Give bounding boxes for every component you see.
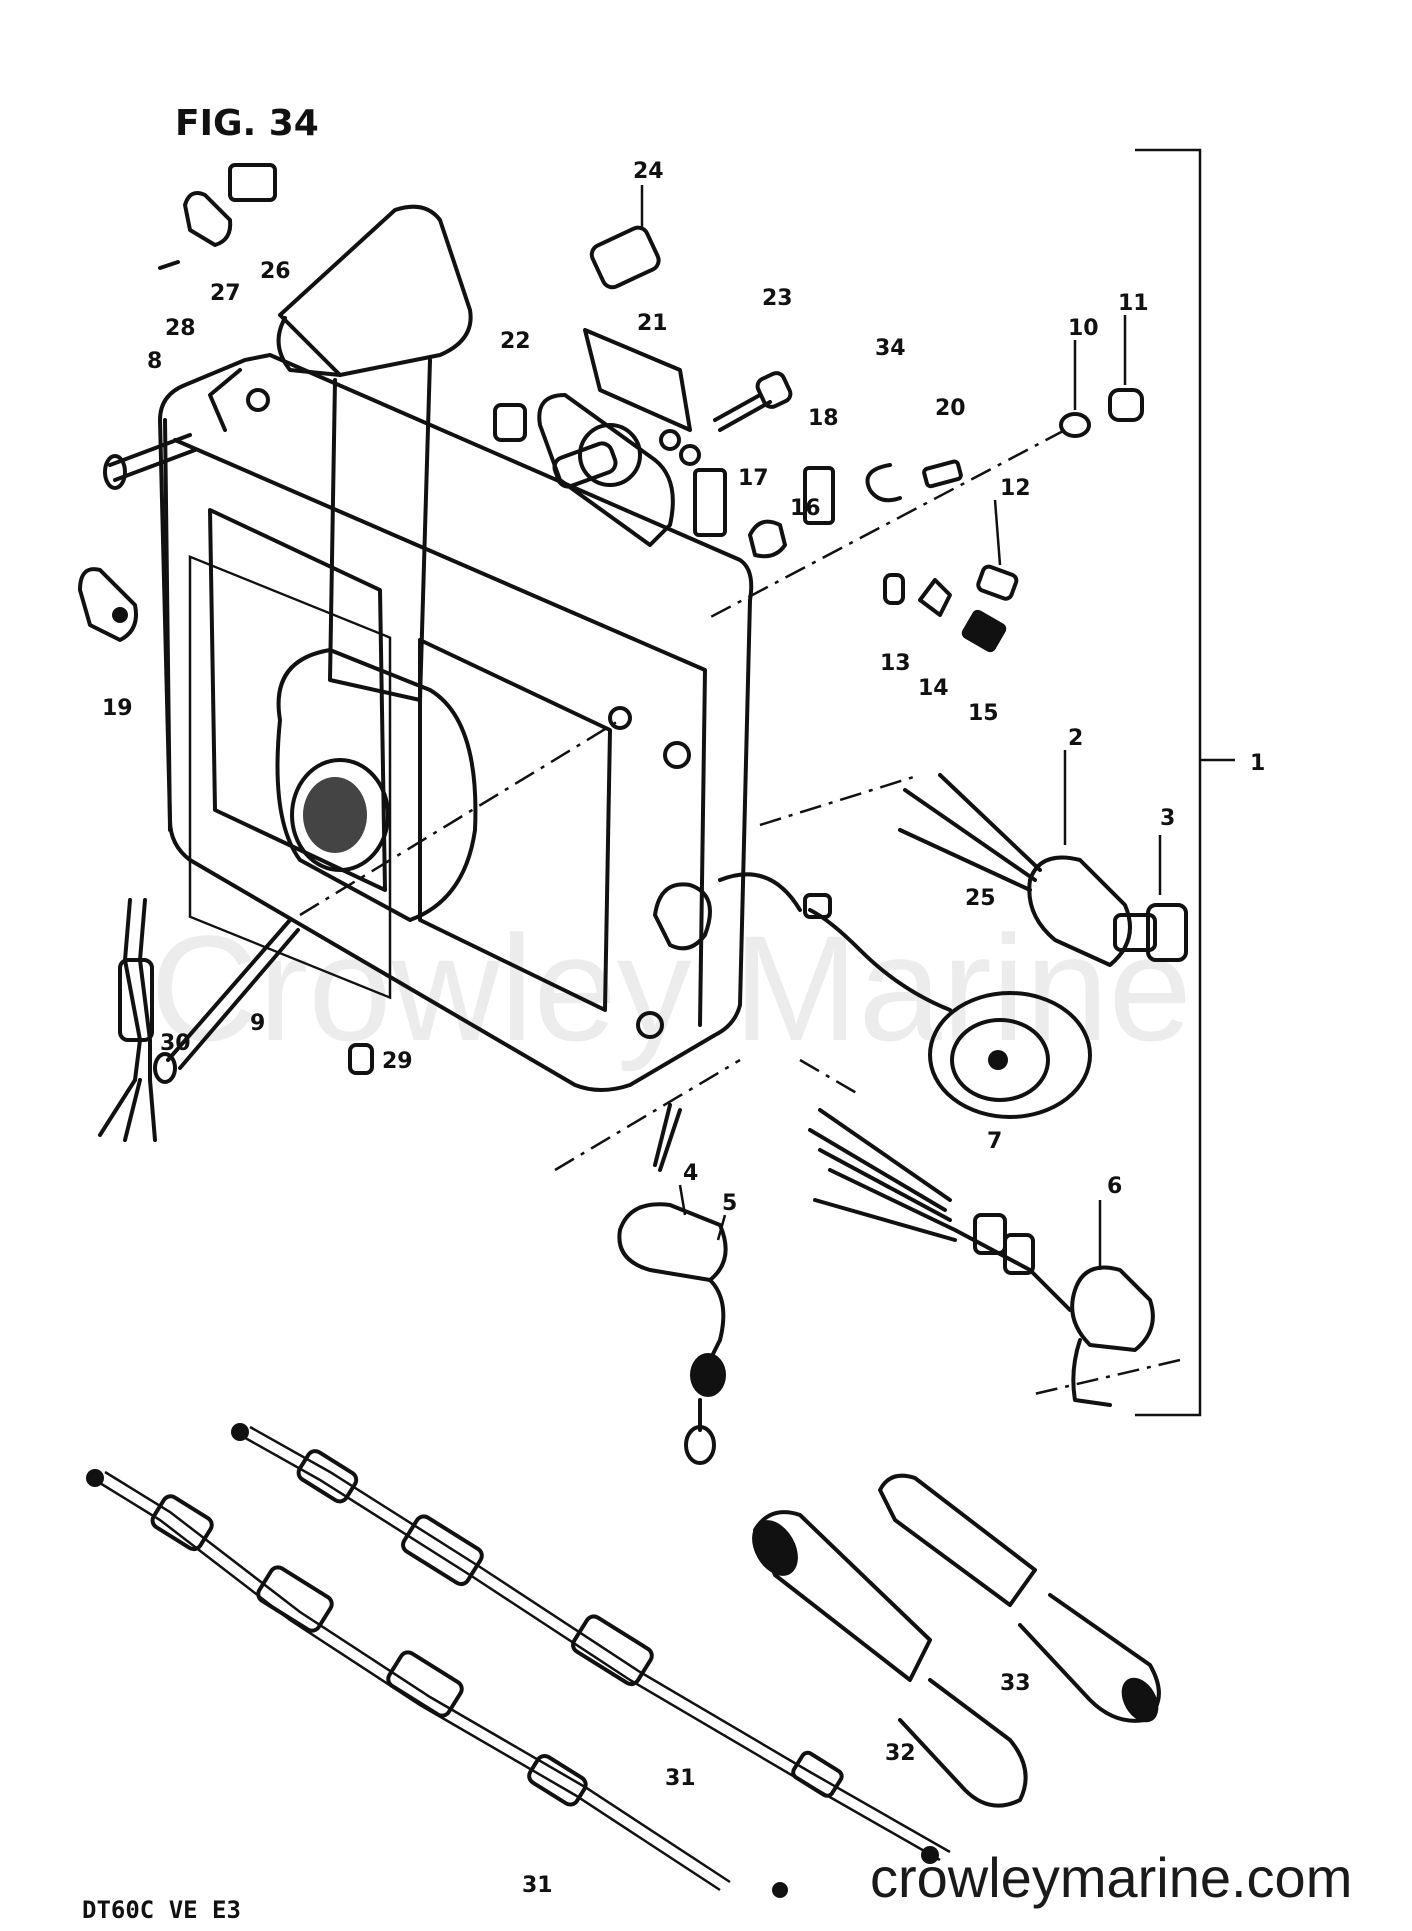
callout-29: 29: [382, 1049, 413, 1074]
callout-24: 24: [633, 159, 664, 184]
callout-12: 12: [1000, 476, 1031, 501]
callout-7: 7: [987, 1129, 1002, 1154]
callout-23: 23: [762, 286, 793, 311]
callout-labels: 1 2 3 4 5 6 7 8 9 10 11 12 13 14 15 16 1…: [102, 159, 1265, 1898]
control-lever: [275, 204, 478, 922]
figure-title: FIG. 34: [175, 103, 319, 144]
callout-15: 15: [968, 701, 999, 726]
callout-27: 27: [210, 281, 241, 306]
callout-8: 8: [147, 349, 162, 374]
callout-16: 16: [790, 496, 821, 521]
gauge-25: [718, 872, 1092, 1119]
callout-17: 17: [738, 466, 769, 491]
watermark-text: Crowley Marine: [150, 904, 1192, 1072]
callout-28: 28: [165, 316, 196, 341]
ignition-switch: [759, 773, 1188, 967]
callout-3: 3: [1160, 806, 1175, 831]
callout-31-upper: 31: [665, 1766, 696, 1791]
callout-33: 33: [1000, 1671, 1031, 1696]
callout-14: 14: [918, 676, 949, 701]
shaft-bracket: [537, 328, 701, 547]
callout-30: 30: [160, 1031, 191, 1056]
brand-hub-icon: [303, 777, 367, 853]
callout-20: 20: [935, 396, 966, 421]
callout-10: 10: [1068, 316, 1099, 341]
key-icon: [1146, 903, 1188, 962]
grommet: [653, 882, 712, 951]
kill-switch: [554, 1058, 741, 1465]
wire-harness-30: [98, 898, 157, 1142]
site-url: crowleymarine.com: [870, 1846, 1352, 1909]
control-box-housing: [158, 353, 754, 1092]
callout-26: 26: [260, 259, 291, 284]
main-harness: [799, 1058, 1181, 1407]
callout-21: 21: [637, 311, 668, 336]
callout-4: 4: [683, 1161, 698, 1186]
control-cables: [86, 1423, 951, 1898]
callout-19: 19: [102, 696, 133, 721]
callout-34: 34: [875, 336, 906, 361]
callout-18: 18: [808, 406, 839, 431]
callout-6: 6: [1107, 1174, 1122, 1199]
leader-lines: [640, 185, 1162, 1270]
callout-13: 13: [880, 651, 911, 676]
lever-grips: [752, 1473, 1161, 1808]
callout-22: 22: [500, 329, 531, 354]
small-parts: [78, 163, 1144, 1075]
model-code: DT60C VE E3: [82, 1896, 241, 1924]
callout-1: 1: [1250, 751, 1265, 776]
callout-5: 5: [722, 1191, 737, 1216]
assembly-bracket: [1135, 148, 1235, 1417]
callout-9: 9: [250, 1011, 265, 1036]
long-bolt: [153, 718, 621, 1084]
callout-25: 25: [965, 886, 996, 911]
callout-31-lower: 31: [522, 1873, 553, 1898]
callout-11: 11: [1118, 291, 1149, 316]
callout-2: 2: [1068, 726, 1083, 751]
callout-32: 32: [885, 1741, 916, 1766]
